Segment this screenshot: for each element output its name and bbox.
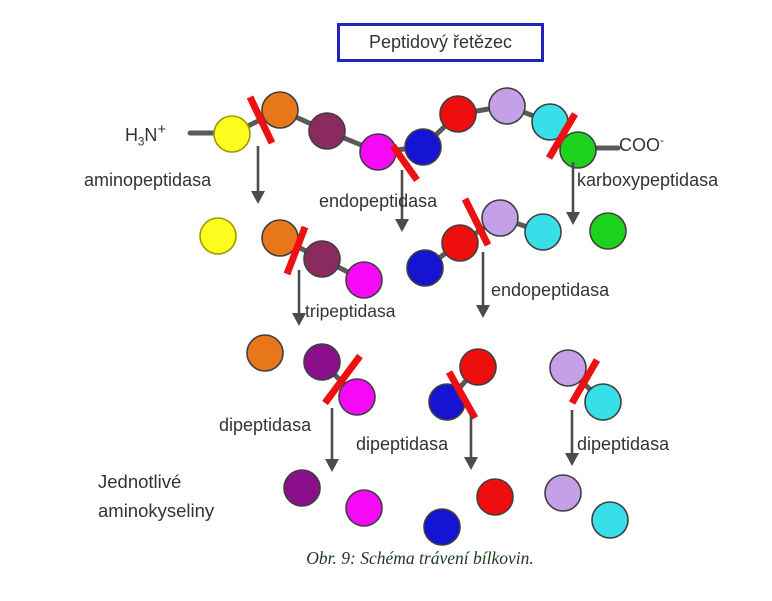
- label-dipeptidasa-left: dipeptidasa: [219, 415, 312, 435]
- arrow-down-icon: [476, 305, 490, 318]
- amino-terminal-label: H3N+: [125, 121, 166, 149]
- peptide-chain-title-box: Peptidový řetězec: [337, 23, 544, 62]
- amino-acid-circle-green: [589, 212, 627, 250]
- amino-acid-circle-yellow: [213, 115, 251, 153]
- amino-acid-circle-yellow: [199, 217, 237, 255]
- amino-acid-circle-magenta: [345, 489, 383, 527]
- amino-acid-circle-orange: [246, 334, 284, 372]
- amino-acid-circle-violet: [544, 474, 582, 512]
- amino-acid-circle-blue: [406, 249, 444, 287]
- label-tripeptidasa: tripeptidasa: [305, 301, 396, 321]
- amino-acid-circle-green: [559, 131, 597, 169]
- amino-acid-circle-violet: [488, 87, 526, 125]
- cleavage-slash-icon: [390, 143, 420, 183]
- arrow-down-icon: [566, 212, 580, 225]
- cleavage-slash-icon: [246, 95, 276, 145]
- label-endopeptidasa-top: endopeptidasa: [319, 191, 438, 211]
- amino-acid-circle-magenta: [359, 133, 397, 171]
- h3n-h: H: [125, 125, 138, 145]
- amino-acid-circle-orange: [261, 91, 299, 129]
- arrow-down-icon: [251, 191, 265, 204]
- amino-acid-circle-cyan: [584, 383, 622, 421]
- cleavage-slash-icon: [568, 358, 601, 405]
- amino-acid-circle-blue: [423, 508, 461, 546]
- coo-charge: -: [660, 135, 664, 147]
- amino-acid-circle-blue: [404, 128, 442, 166]
- cleavage-slash-icon: [545, 112, 579, 160]
- h3n-charge: +: [157, 121, 167, 138]
- amino-acid-circle-cyan: [524, 213, 562, 251]
- arrow-down-icon: [395, 219, 409, 232]
- arrow-down-icon: [292, 313, 306, 326]
- amino-acid-circle-magenta: [338, 378, 376, 416]
- amino-acid-circle-red: [476, 478, 514, 516]
- arrow-down-icon: [565, 453, 579, 466]
- individual-amino-acids-line2: aminokyseliny: [98, 500, 215, 521]
- cleavage-slash-icon: [283, 225, 309, 276]
- amino-acid-circle-magenta: [345, 261, 383, 299]
- individual-amino-acids-label: Jednotlivé aminokyseliny: [98, 467, 278, 525]
- label-dipeptidasa-right: dipeptidasa: [577, 434, 670, 454]
- individual-amino-acids-line1: Jednotlivé: [98, 471, 182, 492]
- figure-caption: Obr. 9: Schéma trávení bílkovin.: [306, 548, 534, 568]
- amino-acid-circle-red: [441, 224, 479, 262]
- label-endopeptidasa-middle: endopeptidasa: [491, 280, 610, 300]
- amino-acid-circle-violet: [481, 199, 519, 237]
- peptide-chain-title: Peptidový řetězec: [368, 32, 513, 52]
- amino-acid-circle-plum: [308, 112, 346, 150]
- label-karboxypeptidasa: karboxypeptidasa: [577, 170, 719, 190]
- coo-text: COO: [619, 135, 661, 155]
- label-dipeptidasa-middle: dipeptidasa: [356, 434, 449, 454]
- h3n-n: N: [144, 125, 158, 145]
- amino-acid-circle-purple: [283, 469, 321, 507]
- amino-acid-circle-violet: [549, 349, 587, 387]
- arrow-down-icon: [464, 457, 478, 470]
- amino-acid-circle-red: [439, 95, 477, 133]
- amino-acid-circle-plum: [303, 240, 341, 278]
- amino-acid-circle-red: [459, 348, 497, 386]
- h3n-subscript: 3: [138, 136, 145, 149]
- amino-acid-circle-cyan: [591, 501, 629, 539]
- cleavage-slash-icon: [445, 370, 479, 420]
- cleavage-slash-icon: [461, 197, 492, 247]
- carboxyl-terminal-label: COO-: [619, 135, 664, 156]
- cleavage-slash-icon: [322, 353, 363, 406]
- arrow-down-icon: [325, 459, 339, 472]
- amino-acid-circle-purple: [303, 343, 341, 381]
- label-aminopeptidasa: aminopeptidasa: [84, 170, 212, 190]
